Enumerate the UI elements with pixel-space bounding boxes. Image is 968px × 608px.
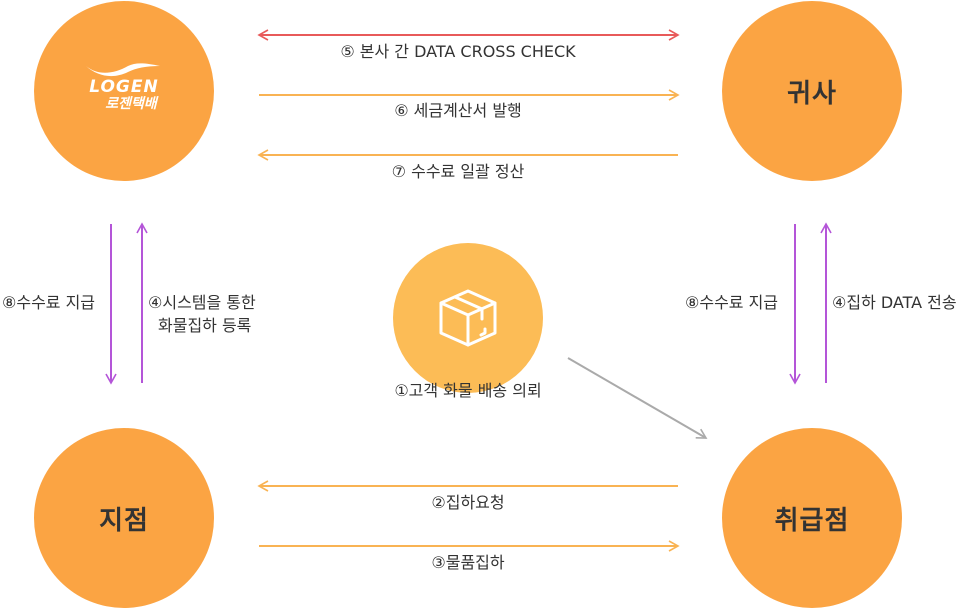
label-data-cross-check: ⑤ 본사 간 DATA CROSS CHECK [340, 42, 576, 61]
label-fee-payment-right: ⑧수수료 지급 [685, 293, 779, 312]
branch-label: 지점 [99, 505, 149, 536]
agency-node: 취급점 [722, 428, 902, 608]
label-system-register-2: 화물집하 등록 [158, 316, 252, 335]
label-goods-pickup: ③물품집하 [431, 553, 505, 572]
parcel-node [393, 243, 543, 393]
company-label: 귀사 [787, 78, 837, 109]
label-pickup-data: ④집하 DATA 전송 [832, 293, 957, 312]
agency-label: 취급점 [774, 505, 850, 536]
label-tax-invoice: ⑥ 세금계산서 발행 [394, 101, 522, 120]
logo-text-ko: 로젠택배 [105, 96, 157, 112]
branch-node: 지점 [34, 428, 214, 608]
logen-node: LOGEN 로젠택배 [34, 1, 214, 181]
label-pickup-request: ②집하요청 [431, 493, 505, 512]
company-node: 귀사 [722, 1, 902, 181]
label-system-register-1: ④시스템을 통한 [148, 293, 256, 312]
arrow-customer-request [567, 357, 708, 439]
logen-logo: LOGEN 로젠택배 [84, 60, 164, 112]
parcel-box-icon [439, 289, 497, 347]
label-fee-payment-left: ⑧수수료 지급 [2, 293, 96, 312]
logo-text-en: LOGEN [89, 77, 159, 97]
label-customer-request: ①고객 화물 배송 의뢰 [394, 381, 542, 400]
label-fee-settlement: ⑦ 수수료 일괄 정산 [391, 162, 525, 181]
logo-swoosh-icon [86, 63, 160, 77]
